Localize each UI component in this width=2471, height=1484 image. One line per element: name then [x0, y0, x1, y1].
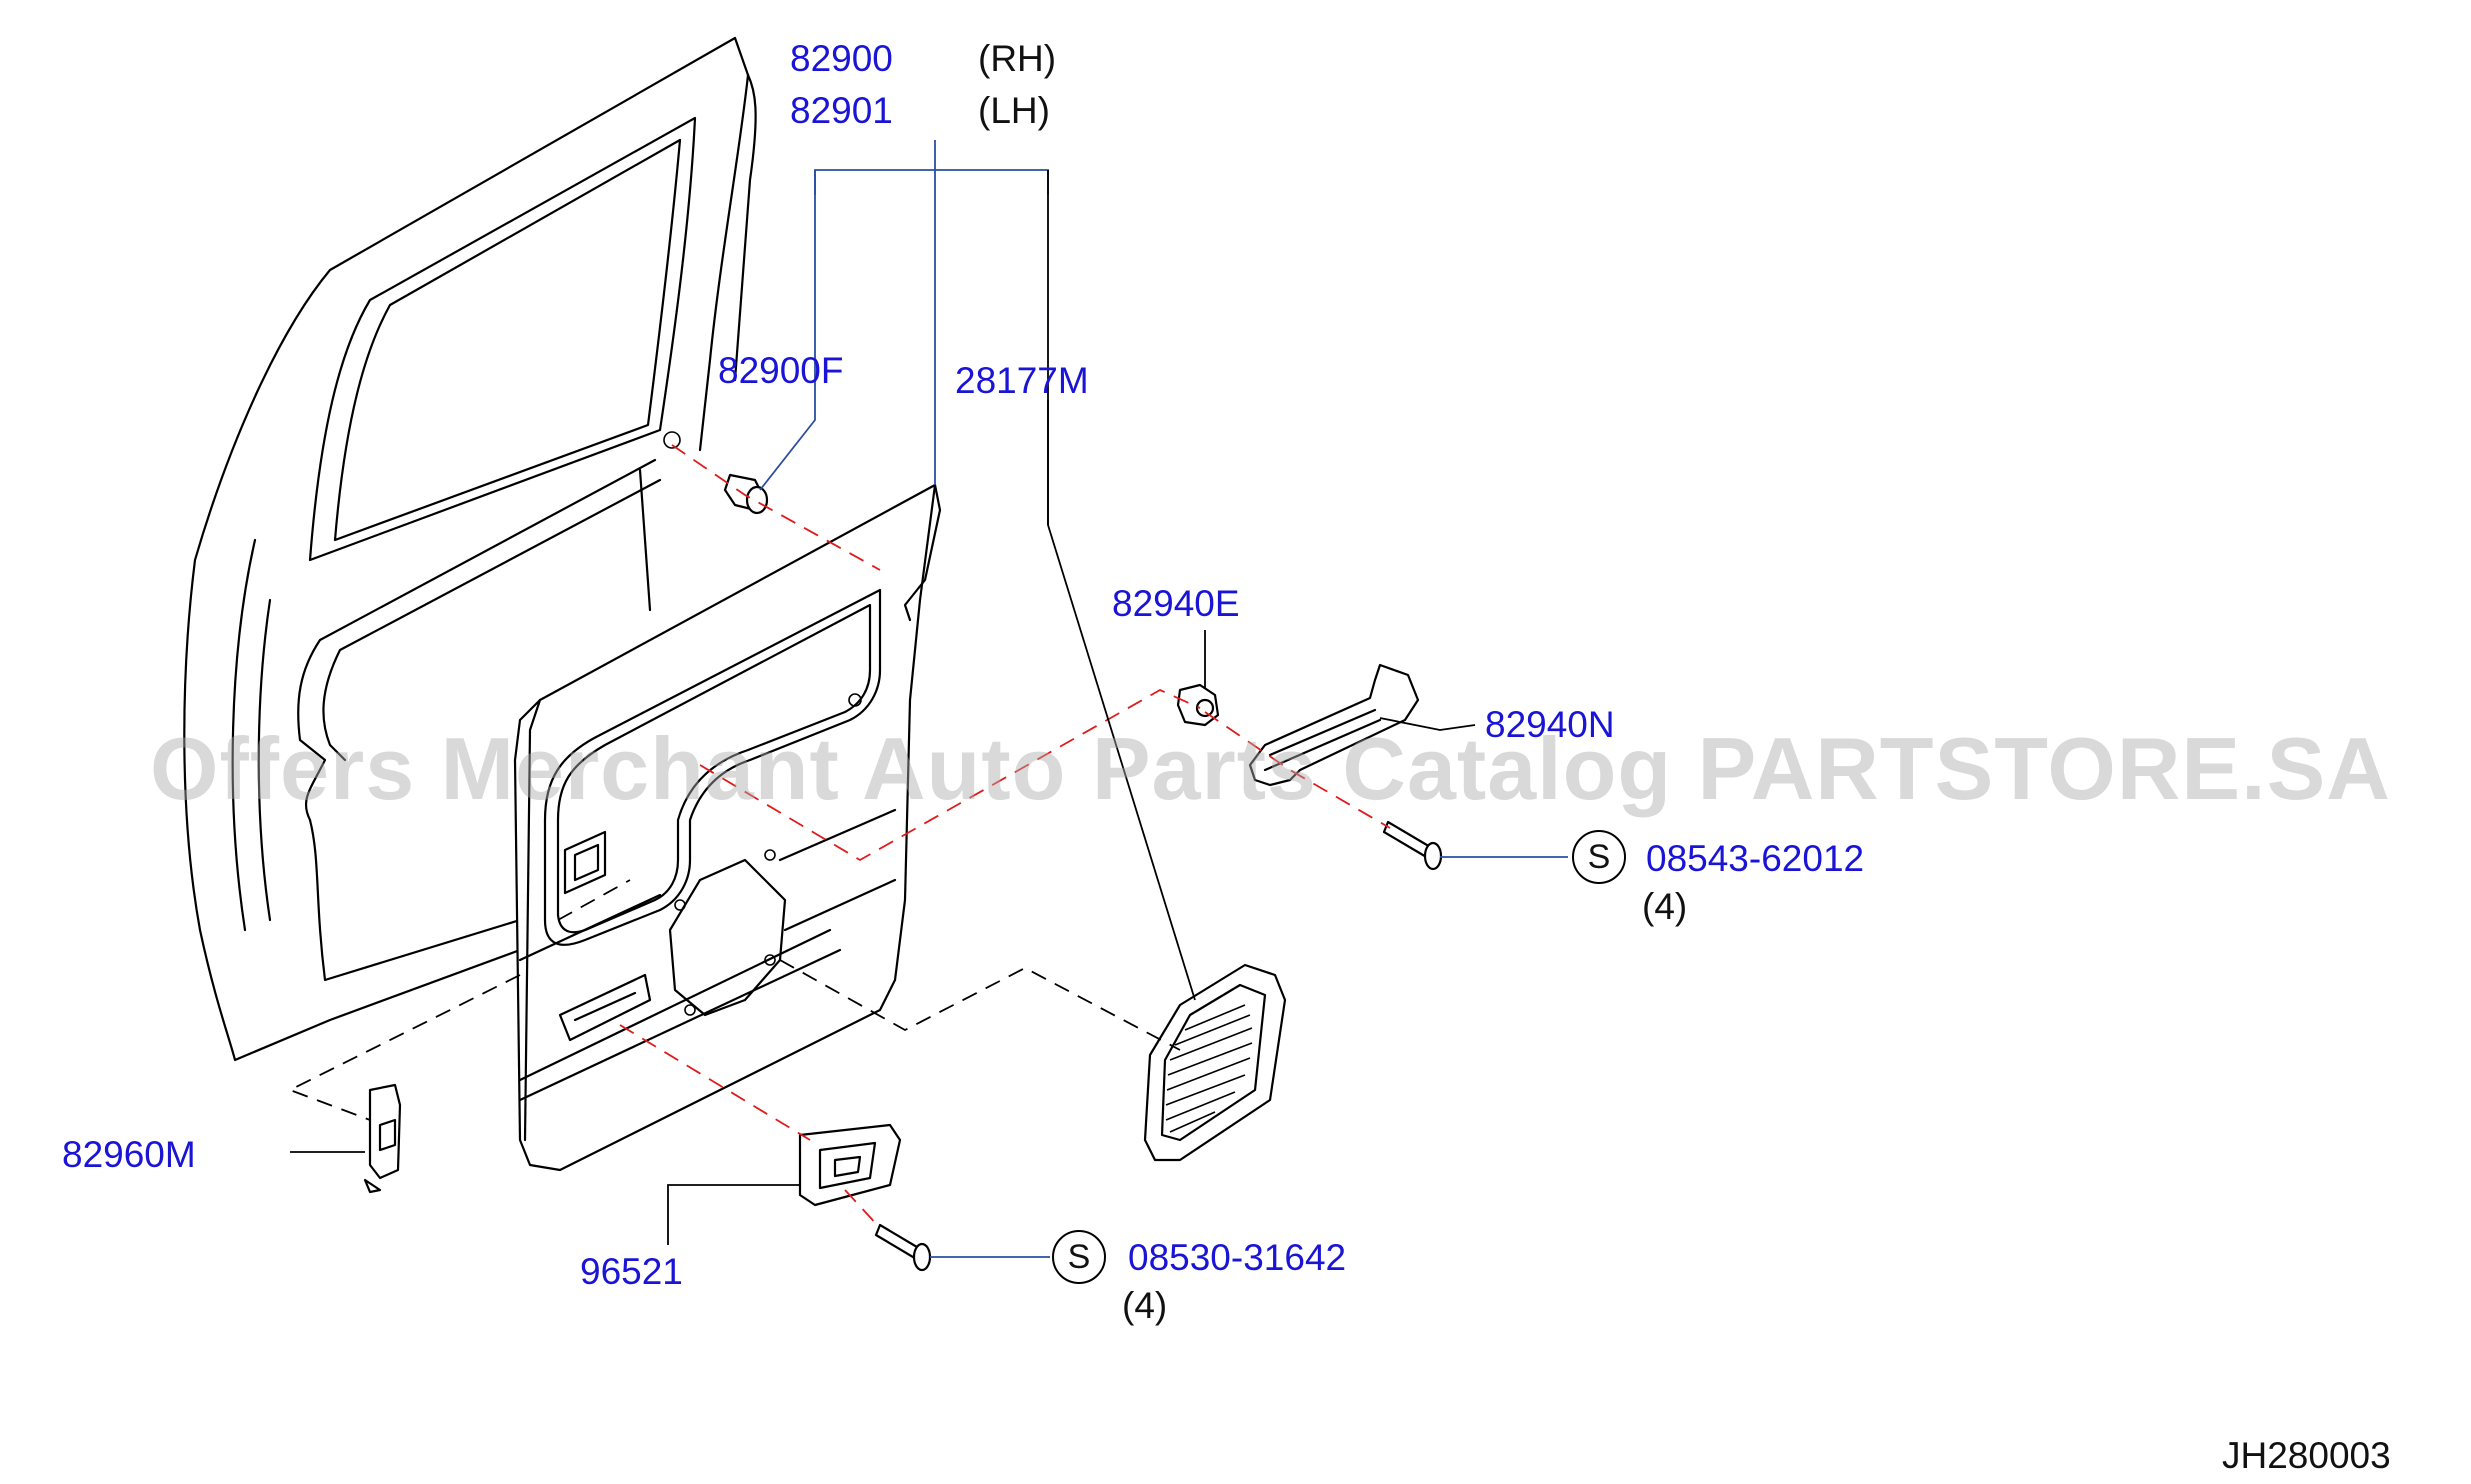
screw-upper	[1382, 820, 1443, 871]
s-symbol-lower: S	[1052, 1230, 1106, 1284]
label-82901: 82901	[790, 90, 893, 131]
speaker-grille-28177m	[1143, 963, 1287, 1162]
label-08530-31642: 08530-31642	[1128, 1237, 1347, 1278]
label-qty-lower: (4)	[1122, 1285, 1168, 1326]
dashed-speaker-line	[779, 959, 1181, 1051]
label-82940e: 82940E	[1112, 583, 1240, 624]
red-dash-bracket	[699, 688, 1201, 862]
pull-handle-82940n	[1248, 663, 1420, 787]
label-rh: (RH)	[978, 38, 1057, 79]
label-82900f: 82900F	[718, 350, 844, 391]
dashed-handle-line	[557, 879, 631, 921]
red-dash-handle-screw	[1204, 711, 1391, 829]
s-symbol-upper: S	[1572, 830, 1626, 884]
red-dash-clip	[671, 444, 881, 571]
label-82940n: 82940N	[1485, 704, 1615, 745]
dashed-latch-line	[287, 974, 521, 1121]
label-qty-upper: (4)	[1642, 886, 1688, 927]
door-trim-panel	[513, 483, 942, 1172]
label-08543-62012: 08543-62012	[1646, 838, 1865, 879]
red-dash-pocket-screw	[844, 1189, 881, 1229]
label-lh: (LH)	[978, 90, 1050, 131]
label-96521: 96521	[580, 1251, 683, 1292]
screw-lower	[874, 1223, 932, 1272]
red-dash-pocket	[619, 1024, 811, 1141]
label-28177m: 28177M	[955, 360, 1089, 401]
watermark: Offers Merchant Auto Parts Catalog PARTS…	[150, 719, 2391, 818]
diagram-code: JH280003	[2222, 1435, 2391, 1476]
leader-lines	[290, 140, 1568, 1258]
pocket-96521	[798, 1123, 902, 1207]
door-frame	[183, 36, 757, 1062]
label-82960m: 82960M	[62, 1134, 196, 1175]
clip-82900f	[723, 473, 769, 515]
latch-82960m	[363, 1083, 402, 1194]
label-82900: 82900	[790, 38, 893, 79]
